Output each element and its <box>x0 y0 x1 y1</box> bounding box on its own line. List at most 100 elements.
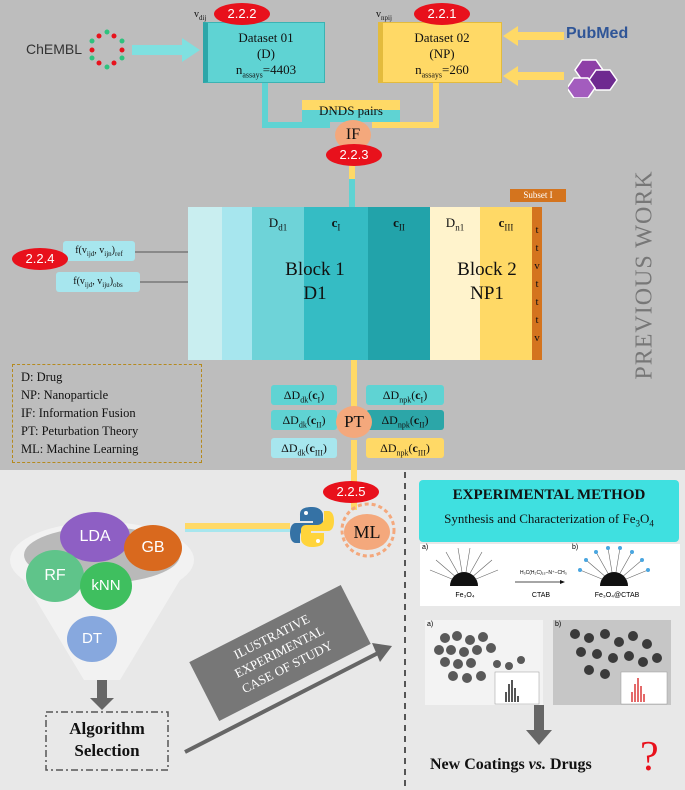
dataset-d-n-value: =4403 <box>262 62 297 77</box>
legend-item: IF: Information Fusion <box>21 406 136 420</box>
experimental-header: EXPERIMENTAL METHOD Synthesis and Charac… <box>419 480 679 542</box>
dataset-d-title: Dataset 01 <box>238 30 294 45</box>
c3-c: c <box>498 215 505 230</box>
if-down-line-b <box>349 179 355 207</box>
tem-particles-a-icon <box>434 631 540 705</box>
obs-s3: obs <box>113 281 123 289</box>
pt-r1-arg: c <box>415 388 421 402</box>
tag-2-2-1: 2.2.1 <box>414 3 470 25</box>
dataset-d-subtitle: (D) <box>256 46 276 61</box>
dataset-np-n-value: =260 <box>442 62 469 77</box>
dataset-np-var: vnpij <box>376 9 392 22</box>
if-down-line-a <box>349 165 355 179</box>
dataset-d-n-sub: assays <box>242 70 263 80</box>
ref-s1: ijd <box>86 250 95 258</box>
exp-down-arrow-body <box>534 705 544 730</box>
pt-l1-argsub: I <box>317 395 321 405</box>
pt-l3-argsub: III <box>314 448 323 458</box>
pt-r1-sub: npk <box>399 395 412 405</box>
scheme-ctab: CTAB <box>531 592 551 599</box>
pt-l2-pre: ΔD <box>282 413 299 427</box>
pt-l2-arg: c <box>310 413 317 427</box>
c3-label: cIII <box>480 215 532 233</box>
obs-input: f(vijd, viju)obs <box>56 272 140 292</box>
question-mark: ? <box>640 734 659 780</box>
svg-text:H₃C(H₂C)₁₅−N⁺−CH₃: H₃C(H₂C)₁₅−N⁺−CH₃ <box>520 570 567 576</box>
block2-line2: NP1 <box>470 283 504 304</box>
pt-right-1: ΔDnpk(cI) <box>366 385 444 405</box>
pt-l3-pre: ΔD <box>281 441 298 455</box>
dataset-d-connector <box>262 82 330 128</box>
legend-item: D: Drug <box>21 370 63 384</box>
scheme-panel-b: b) <box>572 544 579 551</box>
ml-node: ML <box>344 514 390 550</box>
n-n1-label: Dn1 <box>430 215 480 233</box>
strip-letter: t <box>535 314 539 326</box>
c1-label: cI <box>304 215 368 233</box>
funnel-down-arrow-head <box>90 698 114 710</box>
algo-dt: DT <box>67 616 117 662</box>
pt-left-1: ΔDdk(cI) <box>271 385 337 405</box>
dataset-d-var: vdij <box>194 9 206 22</box>
dataset-d-var-v: v <box>194 9 199 20</box>
exp-sub-s1: 3 <box>635 518 640 529</box>
chembl-arrow-head <box>182 38 200 62</box>
block-seg-d: Dd1 <box>252 207 304 360</box>
funnel-down-arrow-body <box>97 680 107 698</box>
ml-to-funnel-line-yel <box>185 523 290 529</box>
pubmed-arrow-head <box>503 26 518 46</box>
dataset-np-box: Dataset 02 (NP) nassays=260 <box>378 22 502 83</box>
algorithm-selection-box <box>45 711 169 771</box>
case-study-arrow-head <box>372 643 392 662</box>
ml-gear <box>340 502 396 558</box>
pt-r3-arg: c <box>412 441 418 455</box>
algo-sel-line1: Algorithm <box>69 719 145 738</box>
c3-sub: III <box>504 222 514 233</box>
ref-s2: ijn <box>104 250 112 258</box>
pt-r2-arg: c <box>413 413 420 427</box>
block-seg-c1: cI <box>304 207 368 360</box>
dataset-np-subtitle: (NP) <box>429 46 455 61</box>
n-label: D <box>445 215 456 230</box>
c2-c: c <box>393 215 399 230</box>
exp-sub-pre: Synthesis and Characterization of Fe <box>444 511 636 526</box>
ml-to-funnel-line-teal <box>185 529 290 532</box>
case-study-arrow <box>184 650 381 754</box>
dnds-pairs: DNDS pairs <box>302 100 400 122</box>
n-sub: n1 <box>455 222 465 233</box>
pt-l1-sub: dk <box>300 395 309 405</box>
scheme-fe3o4-ctab: Fe₃O₄@CTAB <box>594 592 640 599</box>
pt-left-3: ΔDdk(cIII) <box>271 438 337 458</box>
exp-down-arrow-head <box>526 730 552 745</box>
dataset-np-connector <box>372 82 439 128</box>
tem-image-a: a) <box>425 620 543 705</box>
pubmed-logo: PubMed <box>566 25 629 42</box>
ref-s3: ref <box>115 250 123 258</box>
block-seg-c2: cII <box>368 207 430 360</box>
pt-l2-argsub: II <box>316 420 322 430</box>
dataset-np-n: nassays=260 <box>383 62 501 84</box>
legend-item: NP: Nanoparticle <box>21 388 109 402</box>
pt-l1-arg: c <box>312 388 318 402</box>
pt-l3-sub: dk <box>297 448 306 458</box>
algo-gb: GB <box>124 525 182 571</box>
tem-image-b: b) <box>553 620 671 705</box>
pt-to-ml-line <box>351 440 357 510</box>
obs-s2: iju <box>102 281 110 289</box>
block-seg-c3: cIII <box>480 207 532 360</box>
d-sub: d1 <box>278 222 288 233</box>
python-logo-icon <box>290 507 334 547</box>
final-post: Drugs <box>546 756 592 773</box>
tem-panel-a: a) <box>427 621 434 628</box>
obs-e: ) <box>109 276 114 287</box>
chembl-molecule-icon <box>89 29 125 70</box>
tem-panel-b: b) <box>555 621 562 628</box>
dataset-np-title: Dataset 02 <box>414 30 470 45</box>
previous-work-title: PREVIOUS WORK <box>631 170 658 380</box>
